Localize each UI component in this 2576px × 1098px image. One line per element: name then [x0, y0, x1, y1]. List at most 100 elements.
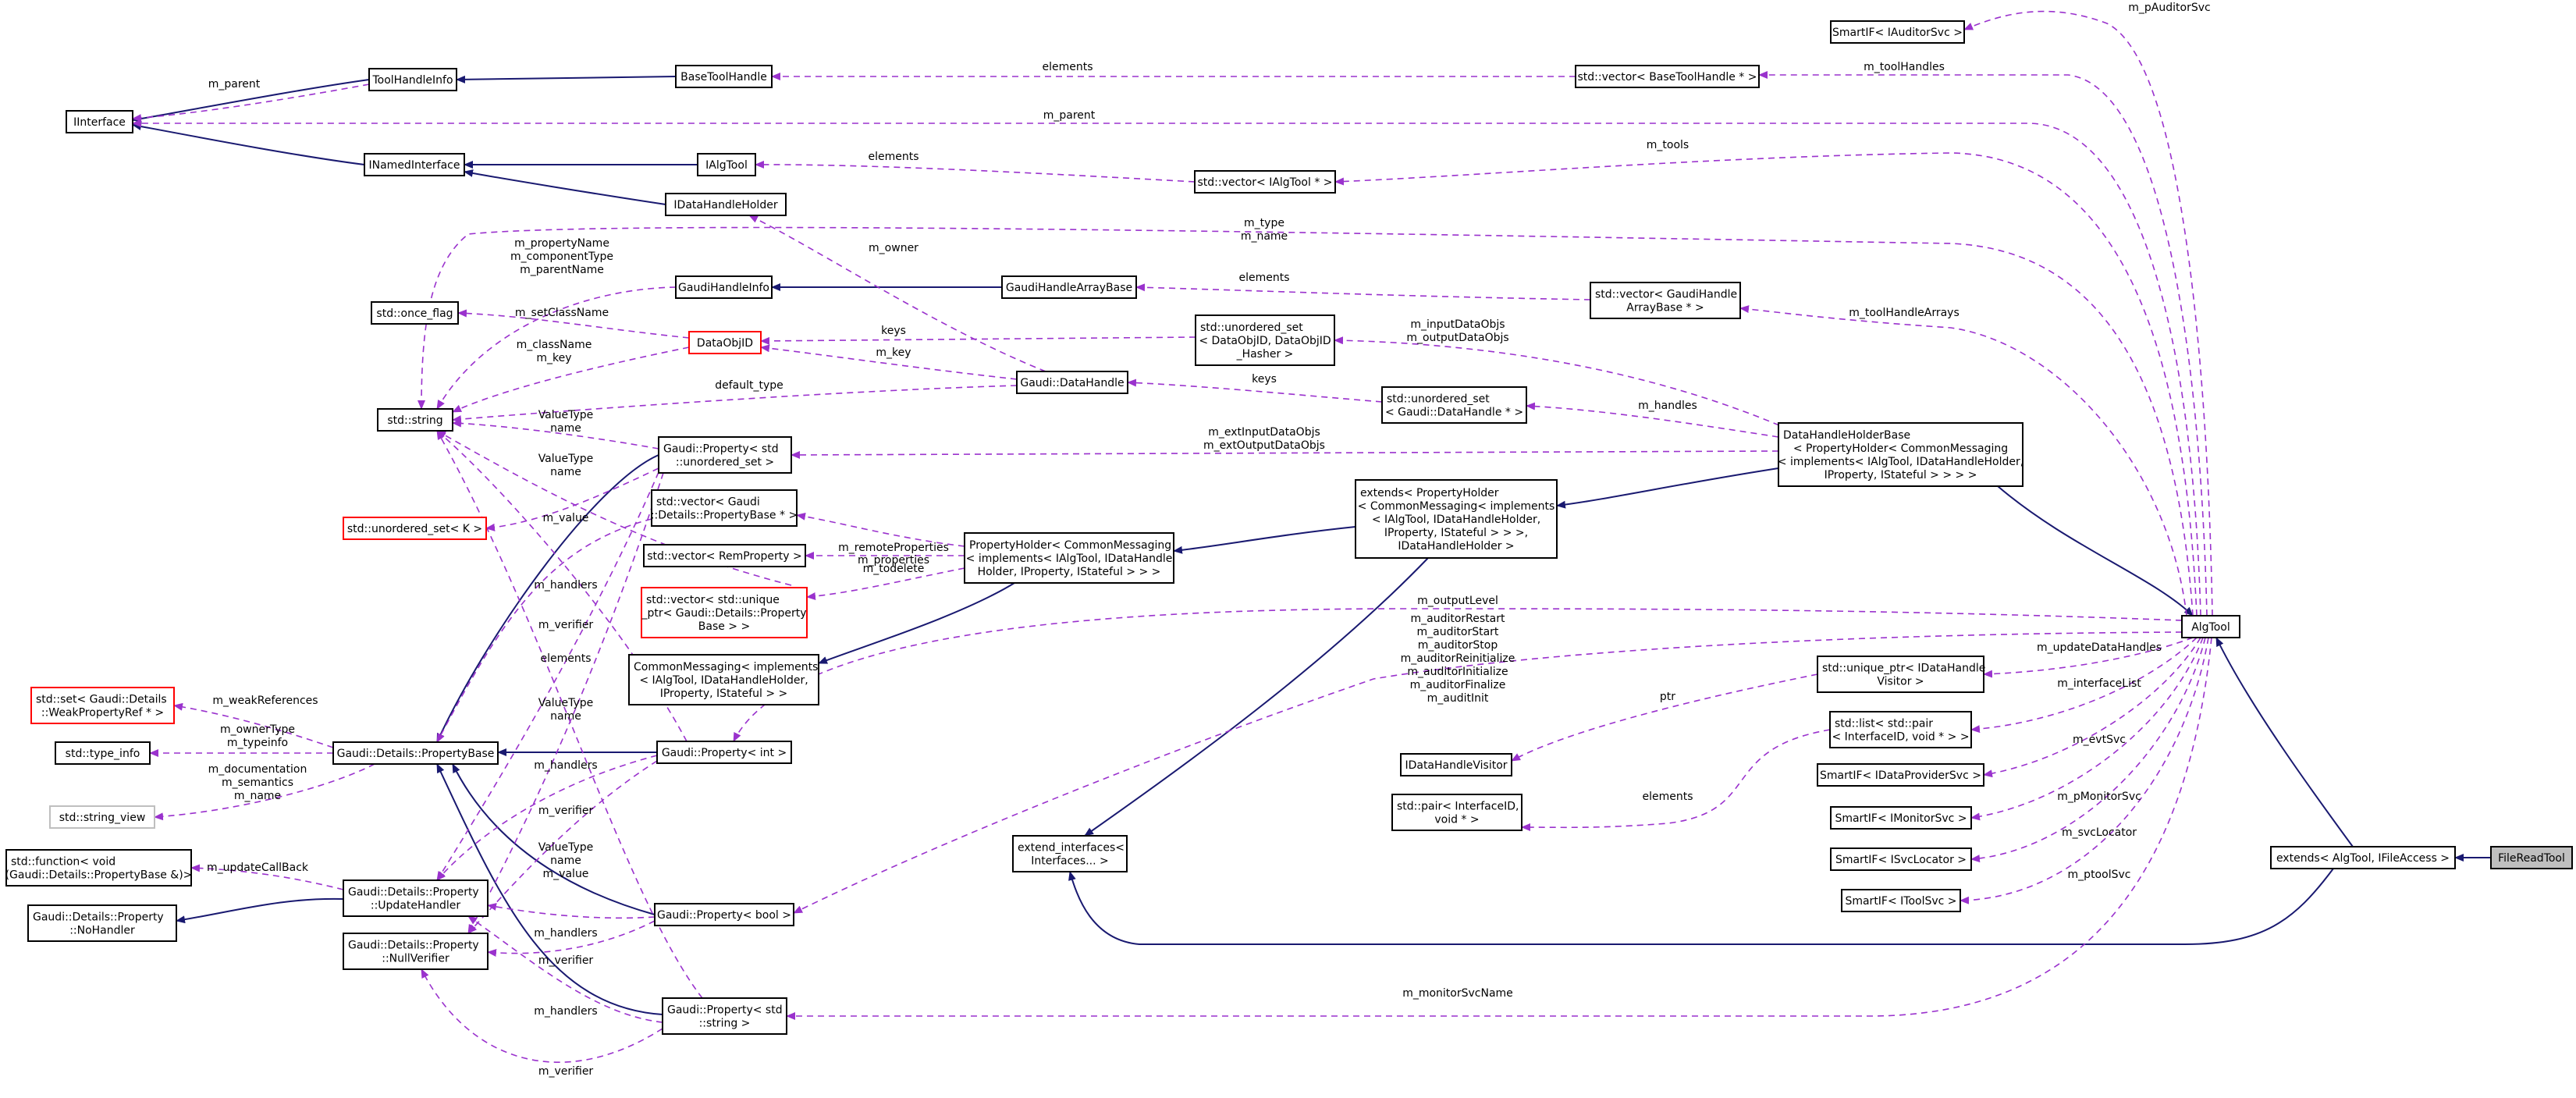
- class-node-once-flag[interactable]: std::once_flag: [371, 301, 459, 325]
- edge-label-line: m_ownerType: [220, 723, 295, 736]
- edge-label-line: m_propertyName: [514, 237, 609, 250]
- class-node-ialgtool[interactable]: IAlgTool: [697, 153, 756, 176]
- class-node-set-weakpropertyref[interactable]: std::set< Gaudi::Details::WeakPropertyRe…: [30, 687, 175, 724]
- class-node-type-info[interactable]: std::type_info: [55, 741, 151, 765]
- class-node-string[interactable]: std::string: [377, 408, 453, 432]
- class-node-smartif-iauditorsvc[interactable]: SmartIF< IAuditorSvc >: [1830, 20, 1965, 44]
- class-node-property-int[interactable]: Gaudi::Property< int >: [656, 741, 792, 764]
- class-node-iinterface[interactable]: IInterface: [66, 110, 133, 133]
- class-node-pair-interfaceid[interactable]: std::pair< InterfaceID,void * >: [1391, 794, 1523, 831]
- class-node-smartif-isvclocator[interactable]: SmartIF< ISvcLocator >: [1830, 847, 1972, 871]
- node-label-line: INamedInterface: [369, 159, 460, 172]
- edge-label-line: m_pAuditorSvc: [2128, 2, 2210, 14]
- class-node-extends-algtool[interactable]: extends< AlgTool, IFileAccess >: [2270, 846, 2456, 869]
- edge-label-line: m_extInputDataObjs: [1208, 426, 1320, 439]
- edge-label-elements-propertybase: elements: [540, 652, 591, 665]
- class-node-extend-interfaces[interactable]: extend_interfaces<Interfaces... >: [1012, 835, 1128, 872]
- class-node-smartif-itoolsvc[interactable]: SmartIF< IToolSvc >: [1841, 889, 1961, 912]
- class-node-gaudihandlearraybase[interactable]: GaudiHandleArrayBase: [1001, 275, 1137, 299]
- class-node-function-void[interactable]: std::function< void(Gaudi::Details::Prop…: [5, 849, 193, 887]
- class-node-extends-propertyholder[interactable]: extends< PropertyHolder< CommonMessaging…: [1355, 479, 1558, 559]
- class-node-vector-propertybase[interactable]: std::vector< Gaudi::Details::PropertyBas…: [651, 489, 798, 527]
- edge-path: [786, 637, 2212, 1020]
- class-node-unordered-set-dataobjid[interactable]: std::unordered_set< DataObjID, DataObjID…: [1195, 314, 1335, 366]
- class-node-vector-basetoolhandle[interactable]: std::vector< BaseToolHandle * >: [1575, 65, 1760, 88]
- class-node-filereadtool[interactable]: FileReadTool: [2490, 846, 2573, 869]
- class-node-list-pair[interactable]: std::list< std::pair< InterfaceID, void …: [1829, 711, 1972, 748]
- usage-edge-31: [457, 309, 690, 339]
- edge-label-line: m_value: [543, 512, 589, 524]
- edge-label-line: m_key: [536, 352, 571, 364]
- class-node-vector-ialgtool[interactable]: std::vector< IAlgTool * >: [1194, 170, 1336, 194]
- edge-label-line: name: [550, 466, 581, 478]
- class-node-property-string[interactable]: Gaudi::Property< std::string >: [662, 997, 787, 1035]
- node-label-line: DataObjID: [697, 337, 753, 350]
- class-node-nohandler[interactable]: Gaudi::Details::Property::NoHandler: [27, 904, 177, 942]
- usage-edge-61: [173, 702, 334, 748]
- node-label-line: std::vector< RemProperty >: [647, 550, 801, 563]
- inheritance-edge-10: [1173, 526, 1356, 554]
- class-node-vector-remproperty[interactable]: std::vector< RemProperty >: [643, 544, 806, 567]
- edge-label-m-svcLocator: m_svcLocator: [2062, 826, 2137, 839]
- class-node-vector-gaudihandlearraybase[interactable]: std::vector< GaudiHandleArrayBase * >: [1590, 282, 1741, 319]
- edge-path: [1963, 10, 2213, 617]
- class-node-unique-ptr-idatahandlevisitor[interactable]: std::unique_ptr< IDataHandleVisitor >: [1817, 656, 1985, 693]
- class-node-toolhandleinfo[interactable]: ToolHandleInfo: [368, 68, 457, 91]
- class-node-propertybase[interactable]: Gaudi::Details::PropertyBase: [332, 741, 499, 765]
- edge-label-line: m_semantics: [222, 776, 293, 789]
- class-node-inamedinterface[interactable]: INamedInterface: [364, 153, 465, 176]
- class-node-nullverifier[interactable]: Gaudi::Details::Property::NullVerifier: [343, 933, 489, 970]
- class-node-datahandleholderbase[interactable]: DataHandleHolderBase< PropertyHolder< Co…: [1778, 422, 2023, 487]
- node-box: [1817, 763, 1984, 787]
- edge-label-m-parent-algtool: m_parent: [1043, 109, 1096, 122]
- node-box: [697, 153, 756, 176]
- edge-label-line: elements: [1238, 272, 1289, 284]
- usage-edge-54: [1970, 637, 2198, 734]
- class-node-property-unordered-set[interactable]: Gaudi::Property< std::unordered_set >: [658, 436, 792, 474]
- edge-label-m-verifier-1: m_verifier: [538, 619, 594, 631]
- class-node-basetoolhandle[interactable]: BaseToolHandle: [675, 65, 773, 88]
- usage-edge-69: [487, 920, 656, 957]
- usage-edge-57: [1970, 637, 2204, 821]
- edge-path: [2215, 637, 2354, 847]
- edge-label-line: m_auditorFinalize: [1410, 679, 1506, 691]
- node-label-line: IAlgTool: [705, 159, 748, 172]
- class-node-smartif-imonitorsvc[interactable]: SmartIF< IMonitorSvc >: [1830, 806, 1972, 830]
- usage-edge-23: [132, 119, 2201, 617]
- usage-edge-65: [467, 760, 658, 934]
- class-node-dataobjid[interactable]: DataObjID: [688, 331, 762, 354]
- class-node-updatehandler[interactable]: Gaudi::Details::Property::UpdateHandler: [343, 879, 489, 917]
- node-box: [628, 654, 819, 705]
- class-node-idatahandlevisitor[interactable]: IDataHandleVisitor: [1400, 753, 1512, 776]
- class-node-propertyholder[interactable]: PropertyHolder< CommonMessaging< impleme…: [964, 532, 1174, 584]
- class-node-property-bool[interactable]: Gaudi::Property< bool >: [654, 903, 794, 926]
- node-label-line: extends< AlgTool, IFileAccess >: [2276, 852, 2450, 865]
- usage-edge-42: [485, 467, 659, 531]
- node-box: [55, 741, 151, 765]
- edge-label-line: name: [550, 710, 581, 723]
- class-node-commonmessaging[interactable]: CommonMessaging< implements< IAlgTool, I…: [628, 654, 819, 705]
- class-node-datahandle[interactable]: Gaudi::DataHandle: [1016, 371, 1128, 394]
- edge-label-line: elements: [1042, 61, 1093, 73]
- edge-label-m-verifier-2: m_verifier: [538, 805, 594, 817]
- edge-label-line: m_auditorStop: [1418, 639, 1498, 652]
- node-label-line: PropertyHolder< CommonMessaging: [969, 539, 1171, 552]
- class-node-idatahandleholder[interactable]: IDataHandleHolder: [665, 193, 787, 216]
- edge-label-line: keys: [1252, 373, 1277, 386]
- class-node-unordered-set-datahandle[interactable]: std::unordered_set< Gaudi::DataHandle * …: [1381, 386, 1527, 424]
- class-node-gaudihandleinfo[interactable]: GaudiHandleInfo: [675, 275, 773, 299]
- node-label-line: AlgTool: [2191, 621, 2230, 634]
- edge-path: [796, 512, 965, 547]
- class-node-smartif-idataprovidersvc[interactable]: SmartIF< IDataProviderSvc >: [1817, 763, 1984, 787]
- class-node-vector-unique-ptr[interactable]: std::vector< std::unique_ptr< Gaudi::Det…: [641, 587, 808, 638]
- node-label-line: extend_interfaces<: [1018, 842, 1125, 855]
- class-node-unordered-set-k[interactable]: std::unordered_set< K >: [343, 517, 487, 540]
- class-node-algtool[interactable]: AlgTool: [2181, 615, 2240, 638]
- usage-edge-32: [452, 346, 690, 413]
- edge-path: [1739, 305, 2187, 617]
- edge-label-m-verifier-3: m_verifier: [538, 954, 594, 967]
- node-label-line: _Hasher >: [1236, 348, 1294, 361]
- class-node-string-view[interactable]: std::string_view: [49, 805, 155, 829]
- node-label-line: std::vector< BaseToolHandle * >: [1578, 71, 1757, 84]
